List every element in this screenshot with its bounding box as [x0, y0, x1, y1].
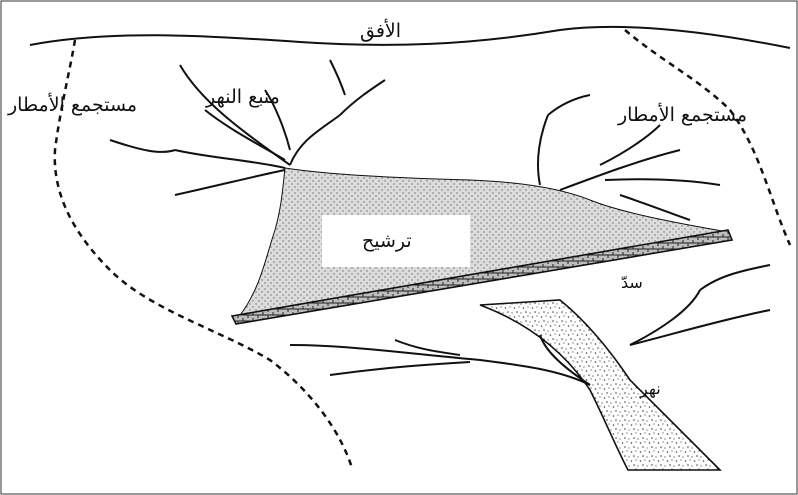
label-horizon: الأفق: [360, 22, 401, 41]
catchment-boundary-right: [625, 30, 790, 245]
label-catchment-left: مستجمع الأمطار: [8, 96, 137, 115]
label-seepage: ترشيح: [362, 232, 412, 251]
label-catchment-right: مستجمع الأمطار: [618, 106, 747, 125]
horizon-line: [30, 27, 790, 48]
label-dam: سدّ: [621, 275, 643, 291]
label-river: نهر: [640, 381, 661, 397]
label-river-source: منبع النهر: [206, 88, 280, 107]
river-downstream: [480, 300, 720, 470]
